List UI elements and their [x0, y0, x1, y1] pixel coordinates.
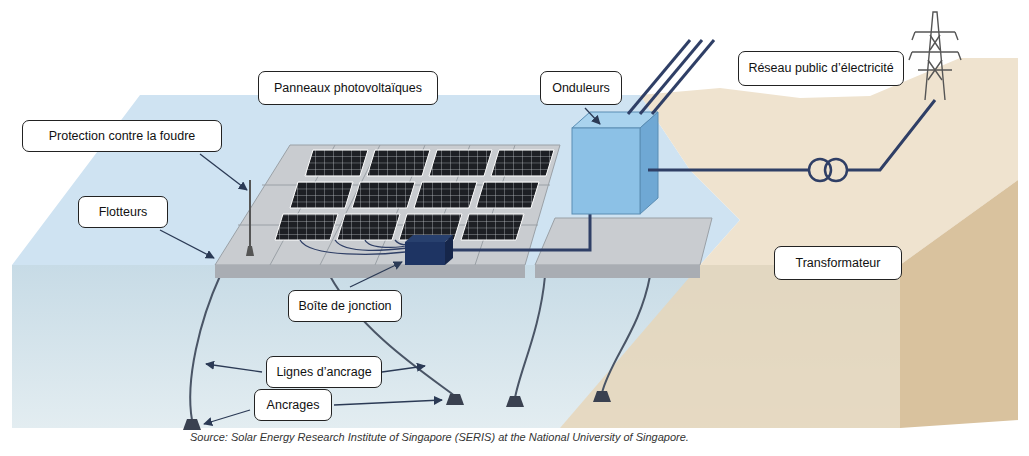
- callout-label: Onduleurs: [552, 81, 610, 96]
- callout-box: Panneaux photovoltaïques: [258, 71, 438, 105]
- callout-label: Réseau public d’électricité: [748, 61, 893, 76]
- junction-box: [405, 235, 453, 265]
- callout-label: Flotteurs: [99, 205, 148, 220]
- leader-arrows: [160, 108, 600, 424]
- anchors: [183, 391, 611, 430]
- lightning-rod: [246, 180, 254, 256]
- water-volume: [12, 265, 900, 428]
- water-surface: [12, 95, 740, 265]
- callout-box: Protection contre la foudre: [22, 120, 222, 152]
- callout-box: Onduleurs: [540, 71, 622, 105]
- land-cliff: [900, 180, 1018, 428]
- transformer-symbol: [809, 159, 847, 181]
- ac-cables: [628, 40, 714, 114]
- lake-bed: [560, 265, 900, 428]
- callout-label: Protection contre la foudre: [49, 129, 196, 144]
- callout-box: Lignes d’ancrage: [266, 356, 382, 388]
- callout-label: Lignes d’ancrage: [276, 365, 371, 380]
- dc-cable: [453, 212, 590, 250]
- power-pylon: [909, 12, 961, 100]
- callout-box: Boîte de jonction: [288, 290, 402, 322]
- source-caption: Source: Solar Energy Research Institute …: [190, 431, 689, 443]
- callout-box: Transformateur: [774, 246, 902, 280]
- anchor-lines: [190, 276, 650, 420]
- pv-panels: [275, 150, 554, 240]
- callout-label: Ancrages: [267, 398, 320, 413]
- grid-cable: [648, 100, 935, 170]
- callout-box: Flotteurs: [78, 196, 168, 228]
- inverter: [572, 112, 658, 214]
- callout-box: Ancrages: [254, 389, 332, 421]
- callout-label: Boîte de jonction: [298, 299, 391, 314]
- callout-box: Réseau public d’électricité: [738, 51, 904, 86]
- callout-label: Panneaux photovoltaïques: [274, 81, 422, 96]
- callout-label: Transformateur: [796, 256, 881, 271]
